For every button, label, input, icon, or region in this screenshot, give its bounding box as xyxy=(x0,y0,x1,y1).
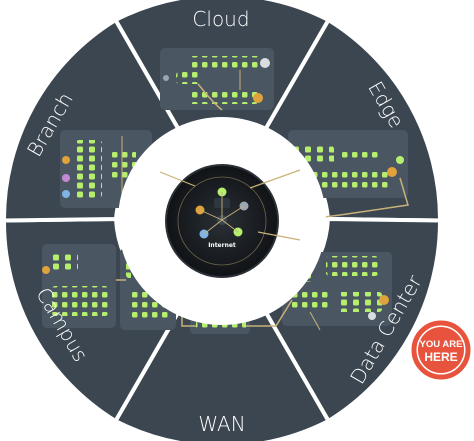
segment-label-cloud: Cloud xyxy=(192,7,249,31)
you-are-here-badge: YOU ARE HERE xyxy=(411,320,471,380)
internet-core-graph xyxy=(159,169,301,266)
badge-line1: YOU ARE xyxy=(420,339,463,350)
internet-label: Internet xyxy=(208,242,236,249)
cloud-mini-network xyxy=(160,48,274,111)
badge-line2: HERE xyxy=(424,350,457,364)
segment-label-wan: WAN xyxy=(198,412,245,436)
